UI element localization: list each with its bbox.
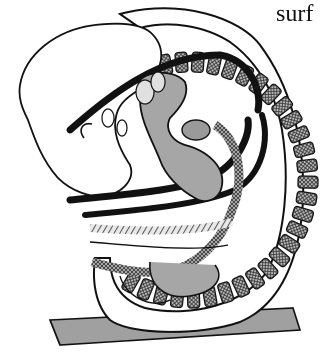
somite-block bbox=[136, 278, 155, 301]
somite-block bbox=[296, 159, 317, 173]
somite-block bbox=[298, 176, 318, 188]
caption-fragment: surf bbox=[276, 2, 313, 26]
gut-tube bbox=[136, 72, 222, 201]
somite-block bbox=[296, 191, 318, 206]
somite-block bbox=[217, 281, 234, 304]
